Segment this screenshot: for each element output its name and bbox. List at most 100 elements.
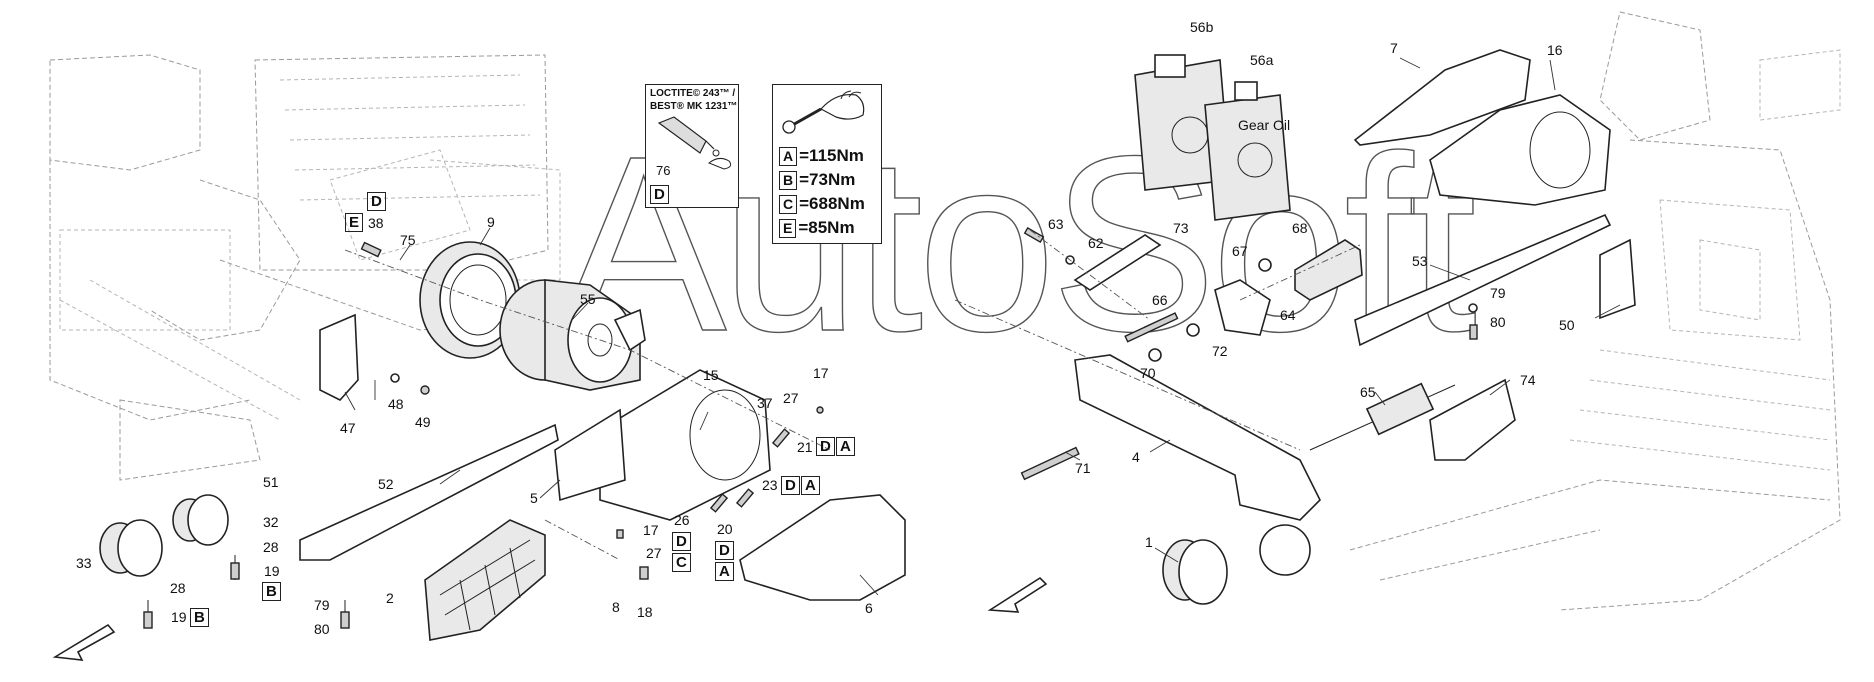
callout-67: 67	[1232, 243, 1248, 259]
code-38-d: D	[367, 192, 386, 211]
callout-18: 18	[637, 604, 653, 620]
torque-row-b: B=73Nm	[779, 170, 855, 190]
callout-19a: 19	[264, 563, 280, 579]
loctite-bottle-icon	[657, 116, 732, 170]
callout-49: 49	[415, 414, 431, 430]
code-19-b-upper: B	[262, 582, 281, 601]
leader-lines	[344, 57, 1621, 596]
callout-9: 9	[487, 214, 495, 230]
part-hub-plate	[554, 369, 771, 521]
callout-68: 68	[1292, 220, 1308, 236]
callout-15: 15	[703, 367, 719, 383]
part-frame-arm-4	[1074, 354, 1321, 576]
callout-23: 23	[762, 477, 778, 493]
callout-labels: 1 2 4 5 6 7 8 9 15 16 17 17 18 19 19 20 …	[76, 19, 1575, 637]
callout-17b: 17	[643, 522, 659, 538]
code-26-d: D	[672, 532, 691, 551]
callout-50: 50	[1559, 317, 1575, 333]
callout-65: 65	[1360, 384, 1376, 400]
part-bolts-left	[143, 241, 824, 629]
callout-37: 37	[757, 395, 773, 411]
part-guard-52	[299, 423, 559, 561]
callout-80b: 80	[1490, 314, 1506, 330]
code-26-c: C	[672, 553, 691, 572]
loctite-note-box: LOCTITE© 243™ / BEST® MK 1231™ 76 D	[645, 84, 739, 208]
machine-frame-left	[49, 54, 561, 481]
callout-47: 47	[340, 420, 356, 436]
loctite-title-line2: BEST® MK 1231™	[650, 101, 738, 112]
part-plate-16	[1429, 94, 1611, 206]
part-track-chain	[424, 519, 546, 641]
callout-48: 48	[388, 396, 404, 412]
torque-row-c: C=688Nm	[779, 194, 865, 214]
code-38-e: E	[345, 213, 364, 232]
callout-80a: 80	[314, 621, 330, 637]
part-bracket-64	[1214, 279, 1271, 336]
callout-19b: 19	[171, 609, 187, 625]
part-bracket-74	[1429, 378, 1516, 461]
callout-75: 75	[400, 232, 416, 248]
part-bracket-47	[319, 313, 359, 401]
callout-16: 16	[1547, 42, 1563, 58]
callout-27a: 27	[783, 390, 799, 406]
callout-52: 52	[378, 476, 394, 492]
torque-row-e: E=85Nm	[779, 218, 855, 238]
callout-56b: 56b	[1190, 19, 1214, 35]
loctite-title-line1: LOCTITE© 243™ /	[650, 88, 736, 99]
code-21-d: D	[816, 437, 835, 456]
callout-6: 6	[865, 600, 873, 616]
callout-53: 53	[1412, 253, 1428, 269]
callout-79a: 79	[314, 597, 330, 613]
callout-27b: 27	[646, 545, 662, 561]
callout-74: 74	[1520, 372, 1536, 388]
callout-33: 33	[76, 555, 92, 571]
callout-20: 20	[717, 521, 733, 537]
part-tensioner-65	[1309, 382, 1456, 451]
callout-64: 64	[1280, 307, 1296, 323]
code-19-b-lower: B	[190, 608, 209, 627]
part-sprocket	[419, 241, 521, 359]
callout-8: 8	[612, 599, 620, 615]
callout-28a: 28	[263, 539, 279, 555]
callout-62: 62	[1088, 235, 1104, 251]
loctite-code: D	[650, 185, 669, 204]
code-20-a: A	[715, 562, 734, 581]
oil-can-56a: Gear Oil	[1204, 81, 1291, 221]
part-cover-6	[739, 494, 906, 601]
loctite-part-number: 76	[656, 163, 671, 178]
part-rail-53	[1354, 213, 1612, 347]
callout-5: 5	[530, 490, 538, 506]
callout-51: 51	[263, 474, 279, 490]
part-bolts-right	[1020, 226, 1478, 481]
part-spring-68	[1294, 239, 1363, 301]
callout-55: 55	[580, 291, 596, 307]
callout-66: 66	[1152, 292, 1168, 308]
callout-72: 72	[1212, 343, 1228, 359]
wrench-hand-icon	[782, 90, 865, 134]
torque-row-a: A=115Nm	[779, 146, 864, 166]
callout-56a: 56a	[1250, 52, 1274, 68]
code-21-a: A	[836, 437, 855, 456]
callout-2: 2	[386, 590, 394, 606]
callout-7: 7	[1390, 40, 1398, 56]
machine-frame-right	[1349, 11, 1841, 611]
part-idler-32	[172, 494, 229, 546]
part-guide-62	[1073, 234, 1162, 291]
torque-table-box: A=115Nm B=73Nm C=688Nm E=85Nm	[772, 84, 882, 244]
assembly-lines	[344, 229, 1361, 561]
svg-text:Gear Oil: Gear Oil	[1238, 117, 1290, 133]
part-idler-33	[99, 519, 163, 577]
callout-28b: 28	[170, 580, 186, 596]
callout-21: 21	[797, 439, 813, 455]
direction-arrow-left	[52, 623, 116, 661]
callout-17a: 17	[813, 365, 829, 381]
callout-1: 1	[1145, 534, 1153, 550]
callout-73: 73	[1173, 220, 1189, 236]
code-20-d: D	[715, 541, 734, 560]
callout-38: 38	[368, 215, 384, 231]
callout-63: 63	[1048, 216, 1064, 232]
code-23-a: A	[801, 476, 820, 495]
callout-26: 26	[674, 512, 690, 528]
callout-71: 71	[1075, 460, 1091, 476]
